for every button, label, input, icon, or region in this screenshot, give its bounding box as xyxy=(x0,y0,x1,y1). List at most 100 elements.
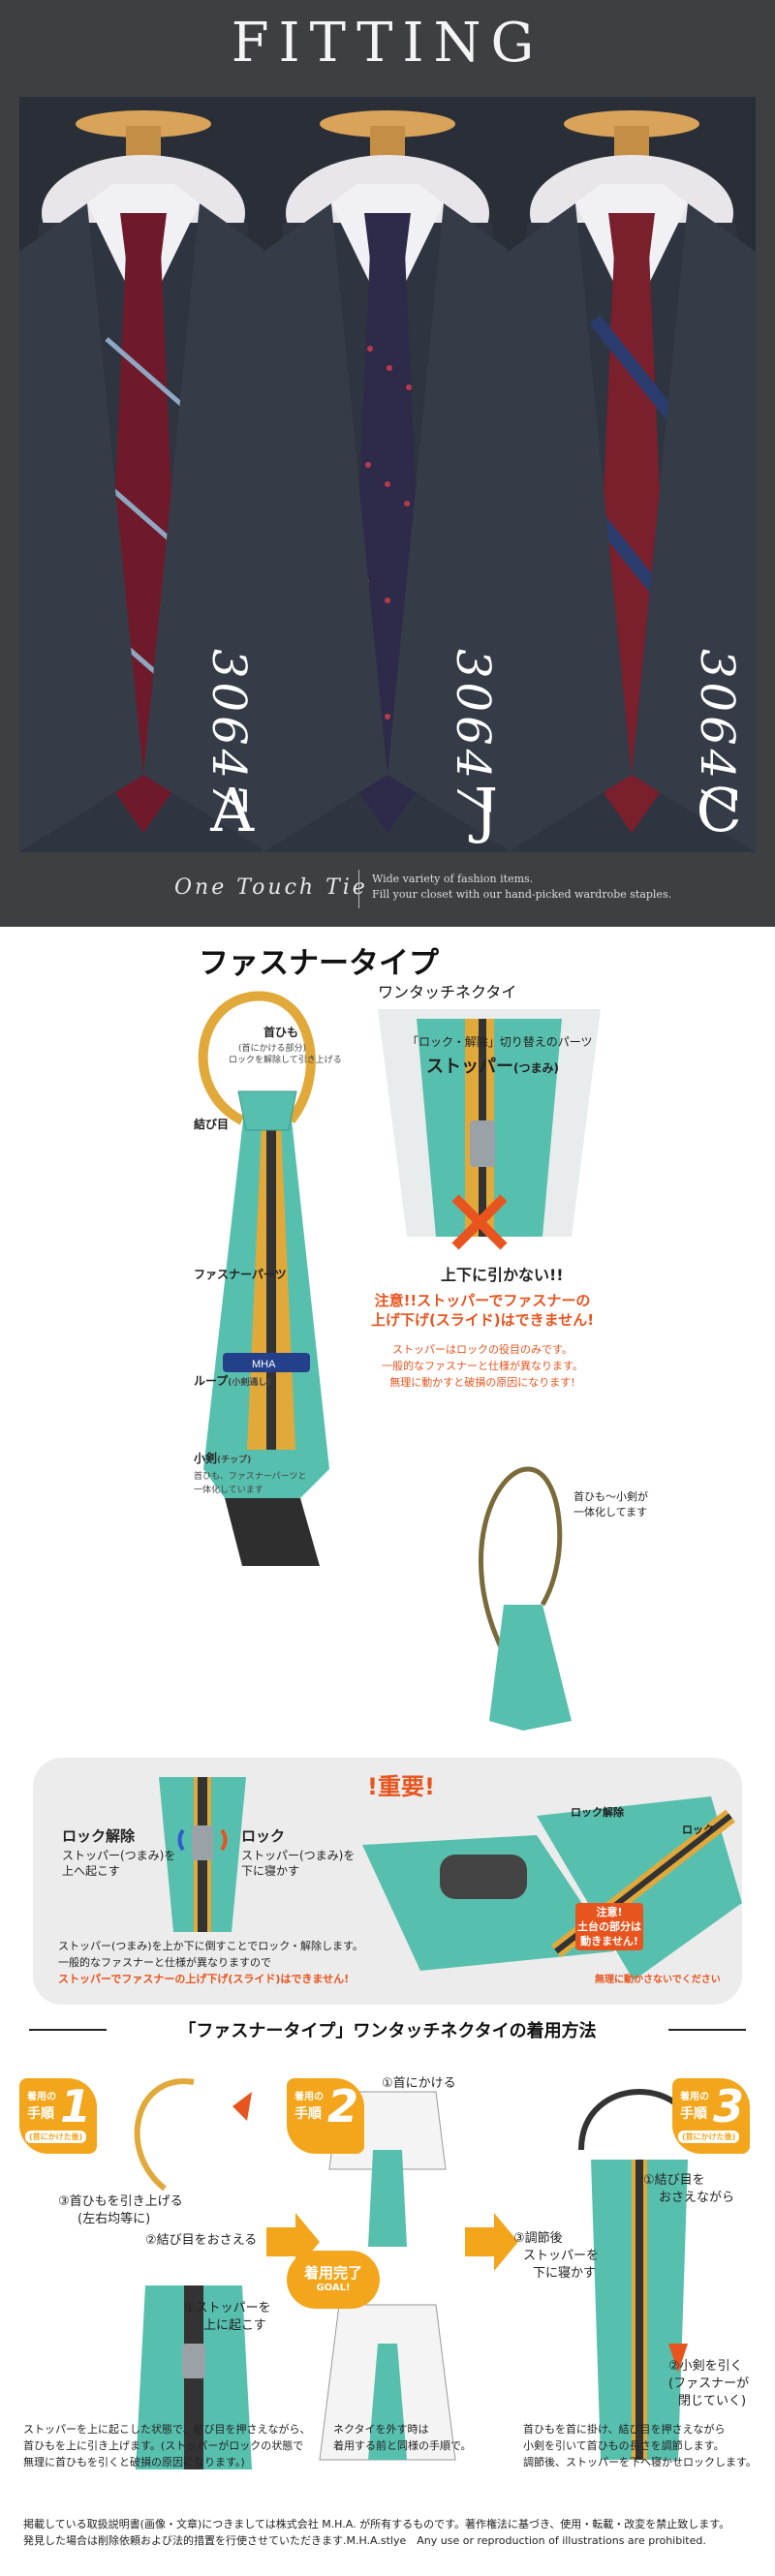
step1-d: ①ストッパーを xyxy=(184,2301,271,2315)
label-knot: 結び目 xyxy=(194,1118,230,1131)
step3-g: (ファスナーが xyxy=(668,2377,750,2391)
tie-panel-a: 30647 A xyxy=(19,97,267,852)
brand-script: One Touch Tie xyxy=(174,875,368,900)
step2-a: ①首にかける xyxy=(382,2076,456,2091)
label-neck-strap-note-2: ロックを解除して引き上げる xyxy=(229,1056,342,1065)
zipper-tie-diagram: MHA xyxy=(198,991,601,1731)
step1-b: (左右均等に) xyxy=(78,2212,151,2226)
desc2-line2: 着用する前と同様の手順で。 xyxy=(333,2439,472,2452)
caution-3: 動きません! xyxy=(580,1935,638,1947)
step-3-num: 3 xyxy=(712,2080,744,2132)
important-title: !重要! xyxy=(367,1773,435,1800)
step-2-num: 2 xyxy=(326,2080,358,2132)
desc3-line2: 小剣を引いて首ひもの長さを調節します。 xyxy=(523,2439,725,2452)
zipper-title: ファスナータイプ xyxy=(199,946,439,981)
stopper-knob: (つまみ) xyxy=(513,1061,559,1075)
warn-line-1: 注意!!ストッパーでファスナーの xyxy=(374,1292,591,1309)
step-1-word: 手順 xyxy=(27,2106,54,2122)
important-illustration xyxy=(159,1777,742,1980)
caution-1: 注意! xyxy=(596,1906,623,1918)
integrated-line-1: 首ひも〜小剣が xyxy=(574,1490,648,1503)
note-line-1: ストッパーはロックの役目のみです。 xyxy=(392,1343,573,1356)
step3-e: 下に寝かす xyxy=(533,2266,597,2281)
tie-panel-j: 30647 J xyxy=(264,97,512,852)
lock-title: ロック xyxy=(241,1827,286,1845)
tie-code-c: 30647 xyxy=(690,649,744,816)
step-1-num: 1 xyxy=(59,2080,91,2132)
goal-badge: 着用完了 GOAL! xyxy=(287,2251,380,2309)
footer-line-1: 掲載している取扱説明書(画像・文章)につきましては株式会社 M.H.A. が所有… xyxy=(23,2518,730,2530)
step-3-label: 着用の xyxy=(680,2092,709,2102)
tip-text: 小剣 xyxy=(194,1452,218,1465)
unlock-desc-2: 上へ起こす xyxy=(62,1864,120,1878)
step3-f: ②小剣を引く xyxy=(668,2359,743,2374)
tip-desc-1: 首ひも、ファスナーパーツと xyxy=(194,1472,307,1482)
zipper-subtitle: ワンタッチネクタイ xyxy=(378,983,517,1001)
step2-description: ネクタイを外す時は 着用する前と同様の手順で。 xyxy=(333,2421,508,2454)
tie-code-a: 30647 xyxy=(202,649,256,816)
label-tip: 小剣(チップ) xyxy=(194,1450,251,1466)
label-stopper: ストッパー(つまみ) xyxy=(426,1053,559,1078)
step-1-badge: 着用の 手順 1 (首にかけた後) xyxy=(19,2078,97,2154)
desc2-line1: ネクタイを外す時は xyxy=(333,2423,429,2436)
tie-panel-c: 30647 C xyxy=(508,97,756,852)
lock-label: ロック xyxy=(682,1824,714,1836)
imp-note-2: 一般的なファスナーと仕様が異なりますので xyxy=(58,1956,271,1969)
title-rule-left xyxy=(29,2029,107,2031)
tip-desc-2: 一体化しています xyxy=(194,1486,264,1495)
step-2-word: 手順 xyxy=(294,2106,322,2122)
warn-line-2: 上げ下げ(スライド)はできません! xyxy=(370,1311,595,1329)
tie-photo-a xyxy=(19,97,267,852)
step-1-tag: (首にかけた後) xyxy=(25,2131,87,2143)
howto-illustration xyxy=(134,2078,700,2469)
step3-h: 閉じていく) xyxy=(678,2394,747,2408)
desc3-line3: 調節後、ストッパーを下へ寝かせロックします。 xyxy=(523,2456,757,2469)
step3-d: ストッパーを xyxy=(523,2249,600,2263)
desc1-line3: 無理に首ひもを引くと破損の原因になります。) xyxy=(23,2456,245,2469)
label-zipper-parts: ファスナーパーツ xyxy=(194,1268,287,1281)
loop-text: ループ xyxy=(194,1374,229,1388)
lock-desc-1: ストッパー(つまみ)を xyxy=(241,1849,356,1862)
tagline: Wide variety of fashion items. Fill your… xyxy=(372,872,671,903)
important-note: ストッパー(つまみ)を上か下に倒すことでロック・解除します。 一般的なファスナー… xyxy=(58,1938,465,1987)
caution-2: 土台の部分は xyxy=(577,1920,641,1933)
integrated-line-2: 一体化してます xyxy=(574,1506,648,1518)
divider xyxy=(358,870,359,908)
desc3-line1: 首ひもを首に掛け、結び目を押さえながら xyxy=(523,2423,726,2436)
label-neck-strap: 首ひも xyxy=(264,1026,299,1039)
svg-text:MHA: MHA xyxy=(252,1359,276,1370)
imp-note-3: ストッパーでファスナーの上げ下げ(スライド)はできません! xyxy=(58,1973,350,1985)
footer-line-2: 発見した場合は削除依頼および法的措置を行使させていただきます.M.H.A.stl… xyxy=(23,2534,706,2547)
unlock-title: ロック解除 xyxy=(62,1827,136,1845)
tie-letter-c: C xyxy=(696,775,742,845)
step-2-label: 着用の xyxy=(294,2092,324,2102)
howto-title: 「ファスナータイプ」ワンタッチネクタイの着用方法 xyxy=(178,2021,597,2041)
label-switch-parts: 「ロック・解除」切り替えのパーツ xyxy=(407,1035,593,1049)
tie-photo-j xyxy=(264,97,512,852)
fitting-section: FITTING 30647 A xyxy=(0,0,775,927)
title-rule-right xyxy=(668,2029,746,2031)
tagline-2: Fill your closet with our hand-picked wa… xyxy=(372,888,672,901)
lock-desc-2: 下に寝かす xyxy=(241,1864,300,1878)
step1-description: ストッパーを上に起こした状態で、結び目を押さえながら、 首ひもを上に引き上げます… xyxy=(23,2421,314,2470)
step1-c: ②結び目をおさえる xyxy=(145,2233,258,2248)
tip-note: (チップ) xyxy=(217,1456,252,1465)
warning-red: 注意!!ストッパーでファスナーの 上げ下げ(スライド)はできません! xyxy=(356,1291,608,1330)
fitting-title: FITTING xyxy=(231,12,544,75)
copyright-footer: 掲載している取扱説明書(画像・文章)につきましては株式会社 M.H.A. が所有… xyxy=(23,2516,760,2549)
important-section: !重要! ロック解除 ストッパー(つまみ)を 上へ起こす ロック ストッパー(つ… xyxy=(33,1758,742,2005)
goal-text: GOAL! xyxy=(316,2283,351,2293)
caution-box: 注意! 土台の部分は 動きません! xyxy=(575,1903,643,1950)
stopper-text: ストッパー xyxy=(426,1057,513,1077)
unlock-desc-1: ストッパー(つまみ)を xyxy=(62,1849,176,1862)
step1-e: 上に起こす xyxy=(203,2318,266,2333)
desc1-line2: 首ひもを上に引き上げます。(ストッパーがロックの状態で xyxy=(23,2439,304,2452)
fitting-footer: One Touch Tie Wide variety of fashion it… xyxy=(0,862,775,920)
lock-release-label: ロック解除 xyxy=(571,1806,624,1819)
note-line-3: 無理に動かすと破損の原因になります! xyxy=(389,1376,575,1389)
tie-letter-a: A xyxy=(210,775,254,845)
step1-a: ③首ひもを引き上げる xyxy=(58,2194,183,2209)
step-3-tag: (首にかけた後) xyxy=(678,2131,740,2143)
zipper-type-section: ファスナータイプ ワンタッチネクタイ MHA 首ひも (首にかける部分) ロック… xyxy=(0,927,775,1731)
tagline-1: Wide variety of fashion items. xyxy=(372,873,534,885)
